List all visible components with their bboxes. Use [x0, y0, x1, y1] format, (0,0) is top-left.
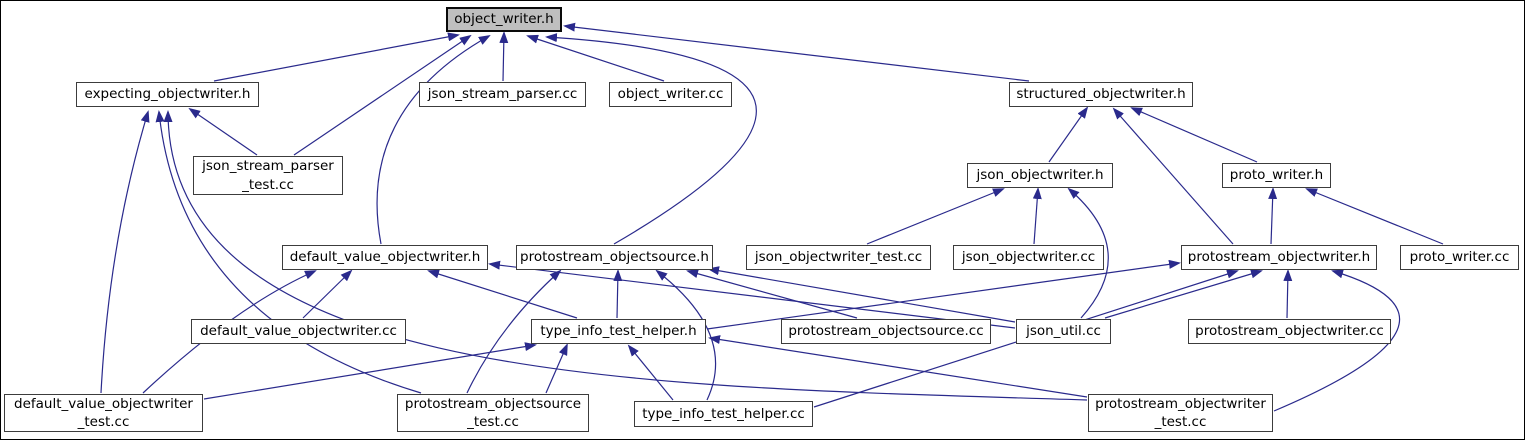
graph-node-json_stream_parser_cc[interactable]: json_stream_parser.cc [419, 82, 586, 107]
edge-json_util_cc--protostream_objectwriter_h [1104, 269, 1263, 319]
graph-node-json_objectwriter_test_cc[interactable]: json_objectwriter_test.cc [746, 245, 931, 270]
edge-type_info_test_helper_h--protostream_objectsource_h [613, 269, 623, 319]
edge-expecting_objectwriter_h--object_writer_h [213, 32, 460, 82]
graph-node-protostream_objectsource_cc[interactable]: protostream_objectsource.cc [781, 319, 991, 344]
graph-node-proto_writer_h[interactable]: proto_writer.h [1222, 163, 1331, 188]
edge-json_objectwriter_cc--json_objectwriter_h [1032, 187, 1042, 245]
graph-node-protostream_objectsource_test_cc[interactable]: protostream_objectsource _test.cc [397, 394, 589, 432]
edge-protostream_objectwriter_h--structured_objectwriter_h [1112, 107, 1234, 245]
edge-type_info_test_helper_cc--type_info_test_helper_h [627, 344, 674, 401]
graph-node-json_objectwriter_h[interactable]: json_objectwriter.h [967, 163, 1113, 188]
edge-proto_writer_cc--proto_writer_h [1305, 188, 1444, 245]
edge-protostream_objectwriter_h--proto_writer_h [1268, 187, 1278, 245]
edge-default_value_objectwriter_cc--default_value_objectwriter_h [302, 269, 353, 319]
edge-json_stream_parser_test_cc--expecting_objectwriter_h [188, 107, 258, 156]
edge-default_value_objectwriter_h--object_writer_h [376, 35, 491, 245]
graph-node-object_writer_cc[interactable]: object_writer.cc [609, 82, 732, 107]
edge-json_stream_parser_test_cc--object_writer_h [293, 34, 472, 156]
edge-json_util_cc--default_value_objectwriter_h [488, 260, 1016, 329]
edge-type_info_test_helper_h--default_value_objectwriter_h [427, 269, 578, 319]
edge-json_util_cc--json_objectwriter_h [1067, 187, 1109, 319]
edge-protostream_objectwriter_test_cc--protostream_objectwriter_h [1273, 269, 1400, 412]
graph-node-protostream_objectwriter_test_cc[interactable]: protostream_objectwriter _test.cc [1088, 394, 1273, 432]
edge-json_util_cc--protostream_objectsource_h [707, 266, 1016, 323]
edge-type_info_test_helper_h--protostream_objectwriter_h [706, 259, 1181, 330]
edge-type_info_test_helper_cc--protostream_objectsource_h [655, 269, 717, 401]
graph-node-json_util_cc[interactable]: json_util.cc [1016, 319, 1111, 344]
graph-node-json_stream_parser_test_cc[interactable]: json_stream_parser _test.cc [193, 156, 343, 195]
graph-node-expecting_objectwriter_h[interactable]: expecting_objectwriter.h [76, 82, 259, 107]
edge-default_value_objectwriter_test_cc--type_info_test_helper_h [203, 342, 537, 400]
edge-protostream_objectsource_test_cc--type_info_test_helper_h [545, 343, 568, 394]
graph-node-type_info_test_helper_cc[interactable]: type_info_test_helper.cc [634, 401, 813, 427]
edge-object_writer_cc--object_writer_h [526, 34, 665, 82]
edge-protostream_objectwriter_test_cc--type_info_test_helper_h [708, 335, 1088, 398]
graph-node-default_value_objectwriter_cc[interactable]: default_value_objectwriter.cc [191, 319, 406, 344]
graph-node-default_value_objectwriter_test_cc[interactable]: default_value_objectwriter _test.cc [4, 394, 203, 432]
edge-json_stream_parser_cc--object_writer_h [499, 31, 509, 82]
edge-protostream_objectsource_test_cc--protostream_objectsource_h [466, 269, 562, 394]
edge-protostream_objectsource_h--object_writer_h [545, 33, 757, 245]
graph-node-default_value_objectwriter_h[interactable]: default_value_objectwriter.h [282, 245, 488, 270]
edge-json_objectwriter_h--structured_objectwriter_h [1048, 106, 1089, 163]
graph-node-object_writer_h: object_writer.h [446, 7, 562, 32]
edge-protostream_objectsource_test_cc--expecting_objectwriter_h [155, 110, 422, 394]
graph-node-proto_writer_cc[interactable]: proto_writer.cc [1400, 245, 1519, 270]
edge-protostream_objectwriter_test_cc--expecting_objectwriter_h [163, 110, 1088, 401]
graph-node-json_objectwriter_cc[interactable]: json_objectwriter.cc [953, 245, 1104, 270]
edge-json_objectwriter_test_cc--json_objectwriter_h [866, 188, 1005, 245]
edge-protostream_objectsource_cc--protostream_objectsource_h [686, 269, 858, 319]
graph-node-structured_objectwriter_h[interactable]: structured_objectwriter.h [1009, 82, 1193, 107]
edge-default_value_objectwriter_test_cc--expecting_objectwriter_h [100, 110, 150, 394]
edge-proto_writer_h--structured_objectwriter_h [1130, 107, 1258, 163]
graph-node-protostream_objectsource_h[interactable]: protostream_objectsource.h [516, 245, 713, 270]
edge-protostream_objectwriter_cc--protostream_objectwriter_h [1283, 269, 1293, 319]
graph-node-type_info_test_helper_h[interactable]: type_info_test_helper.h [531, 319, 706, 344]
graph-node-protostream_objectwriter_cc[interactable]: protostream_objectwriter.cc [1188, 319, 1391, 344]
edge-structured_objectwriter_h--object_writer_h [563, 22, 1030, 82]
graph-node-protostream_objectwriter_h[interactable]: protostream_objectwriter.h [1181, 245, 1377, 270]
